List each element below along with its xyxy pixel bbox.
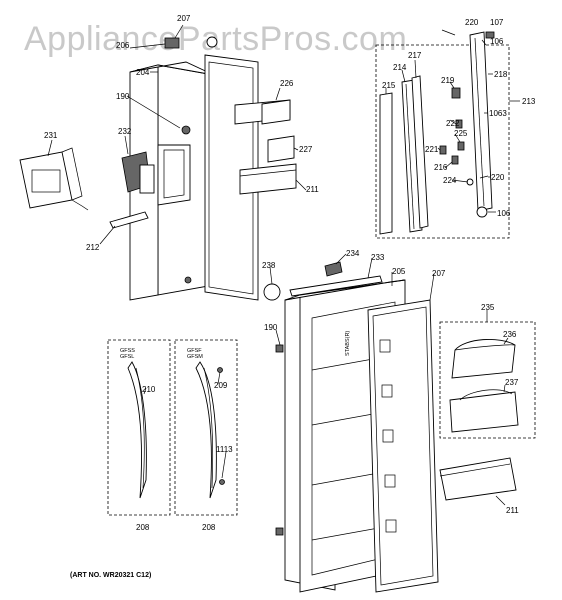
label-215: 215 — [382, 81, 396, 90]
label-218: 218 — [494, 70, 508, 79]
freezer-hinge-cap — [206, 36, 218, 48]
model-tag-left-top: GFSS — [120, 348, 135, 354]
freezer-door-assembly — [121, 36, 259, 301]
trim-assembly-box — [375, 44, 510, 239]
display-panel — [19, 147, 89, 211]
label-205: 205 — [392, 267, 406, 276]
handle-box-right — [174, 339, 238, 516]
model-tag-right-bottom: GFSM — [187, 354, 203, 360]
label-190a: 190 — [116, 92, 130, 101]
label-221: 221 — [425, 145, 439, 154]
bin-236 — [451, 338, 516, 379]
bin-237 — [449, 389, 519, 433]
fresh-screw-bottom — [275, 527, 284, 536]
label-214: 214 — [393, 63, 407, 72]
dispenser-recess — [157, 144, 191, 206]
label-224: 224 — [443, 176, 457, 185]
handle-screw-1113 — [219, 479, 225, 485]
label-236: 236 — [503, 330, 517, 339]
label-232: 232 — [118, 127, 132, 136]
model-tag-left-bottom: GFSL — [120, 354, 134, 360]
label-1063: 1063 — [489, 109, 507, 118]
handle-left — [127, 361, 147, 499]
label-212: 212 — [86, 243, 100, 252]
label-207b: 207 — [432, 269, 446, 278]
label-107: 107 — [490, 18, 504, 27]
label-216: 216 — [434, 163, 448, 172]
label-207a: 207 — [177, 14, 191, 23]
fresh-gasket — [367, 299, 439, 593]
fresh-door-top — [284, 279, 406, 301]
model-tag-right-top: GFSF — [187, 348, 202, 354]
art-number: (ART NO. WR20321 C12) — [70, 572, 151, 579]
label-208b: 208 — [202, 523, 216, 532]
label-206: 206 — [116, 41, 130, 50]
bracket-216 — [451, 155, 459, 165]
clip-107 — [485, 31, 495, 39]
freezer-screw — [181, 125, 191, 135]
freezer-bottom-screw — [184, 276, 192, 284]
label-217: 217 — [408, 51, 422, 60]
label-219: 219 — [441, 76, 455, 85]
fresh-screw-top — [275, 344, 284, 353]
shelf-227 — [267, 135, 295, 163]
label-106b: 106 — [497, 209, 511, 218]
freezer-top-hinge — [164, 37, 180, 49]
label-211a: 211 — [306, 185, 319, 194]
door-brand-text: STABS(R) — [345, 331, 351, 356]
fresh-food-door-assembly — [263, 261, 439, 593]
bracket-219 — [451, 87, 461, 99]
label-209: 209 — [214, 381, 228, 390]
bracket-225 — [457, 141, 465, 151]
label-220b: 220 — [491, 173, 505, 182]
label-226: 226 — [280, 79, 294, 88]
label-233: 233 — [371, 253, 385, 262]
label-231: 231 — [44, 131, 58, 140]
trim-217 — [411, 75, 429, 229]
label-210: 210 — [142, 385, 156, 394]
shelf-226-b — [261, 99, 291, 125]
label-237: 237 — [505, 378, 519, 387]
bracket-221 — [439, 145, 447, 155]
label-106a: 106 — [490, 37, 504, 46]
leader-lines — [47, 24, 520, 506]
cap-106 — [476, 206, 488, 218]
bin-211-lower — [439, 457, 517, 501]
bin-set-box — [439, 321, 536, 439]
label-208a: 208 — [136, 523, 150, 532]
trim-214 — [401, 79, 423, 233]
trim-215 — [379, 92, 393, 235]
label-220a: 220 — [465, 18, 479, 27]
label-238: 238 — [262, 261, 276, 270]
label-225: 225 — [454, 129, 468, 138]
dispenser-bracket — [109, 211, 149, 229]
handle-screw-209 — [217, 367, 223, 373]
trim-assembly — [379, 31, 495, 235]
cap-238 — [263, 283, 281, 301]
handle-box-left — [107, 339, 171, 516]
label-204: 204 — [136, 68, 150, 77]
label-1113: 1113 — [216, 445, 233, 454]
handle-right — [195, 361, 225, 499]
screw-220b — [479, 175, 489, 179]
trim-233 — [289, 275, 383, 297]
label-213: 213 — [522, 97, 536, 106]
freezer-shelves — [234, 99, 297, 195]
label-211b: 211 — [506, 506, 519, 515]
label-227: 227 — [299, 145, 313, 154]
part-labels: 207 206 204 190 226 231 232 227 211 212 … — [44, 14, 536, 532]
trim-218 — [469, 31, 493, 212]
label-234: 234 — [346, 249, 360, 258]
label-190b: 190 — [264, 323, 278, 332]
hinge-234 — [324, 261, 343, 277]
dispenser-cover — [139, 164, 155, 194]
label-222: 222 — [446, 119, 460, 128]
label-235: 235 — [481, 303, 495, 312]
